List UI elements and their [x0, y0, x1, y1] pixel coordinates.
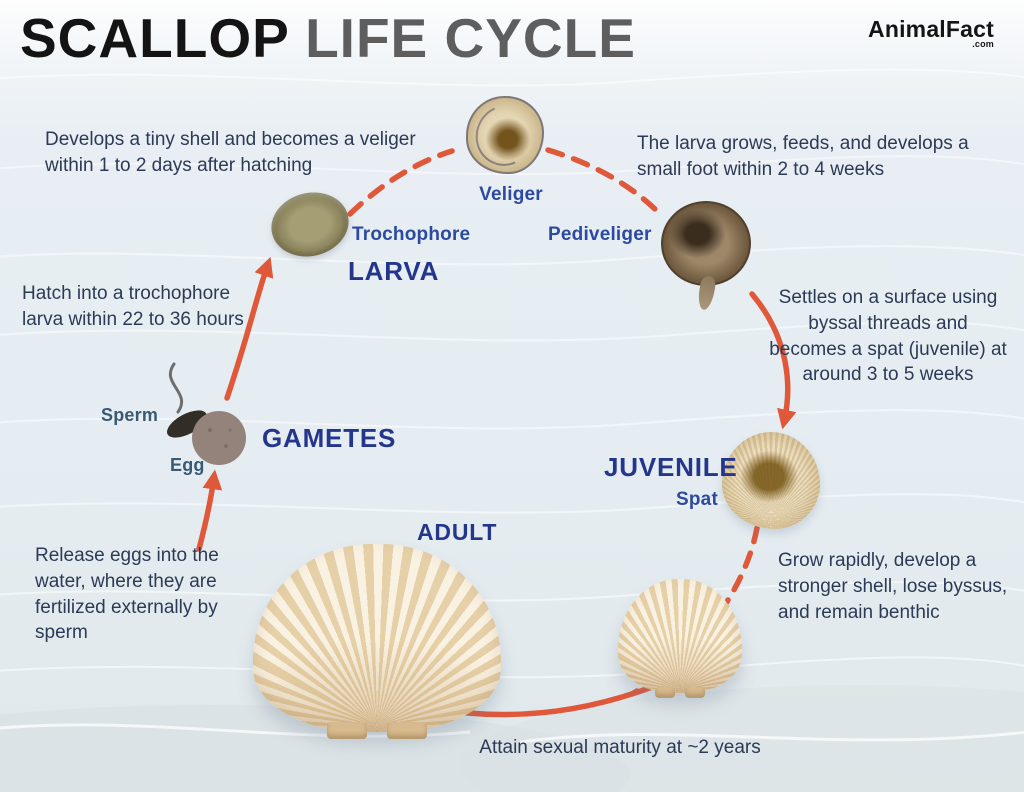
phase-heading-juvenile: JUVENILE	[604, 452, 738, 482]
brand-logo: AnimalFact .com	[868, 18, 994, 49]
annotation-pediveliger-to-spat: Settles on a surface using byssal thread…	[769, 287, 1007, 386]
veliger-larva-image	[466, 96, 544, 174]
annotation-adult-release: Release eggs into the water, where they …	[35, 545, 219, 644]
label-egg: Egg	[170, 455, 205, 475]
young-scallop-image	[618, 579, 742, 698]
phase-heading-adult: ADULT	[417, 519, 498, 545]
label-trochophore: Trochophore	[352, 224, 471, 245]
label-veliger: Veliger	[479, 184, 543, 205]
brand-name: AnimalFact	[868, 16, 994, 42]
annotation-spat-growth: Grow rapidly, develop a stronger shell, …	[778, 550, 1008, 623]
phase-heading-gametes: GAMETES	[262, 423, 397, 453]
pediveliger-larva-image	[661, 201, 751, 286]
title-secondary: LIFE CYCLE	[305, 7, 636, 69]
brand-suffix: .com	[972, 39, 994, 49]
title-primary: SCALLOP	[20, 7, 289, 69]
label-pediveliger: Pediveliger	[548, 224, 652, 245]
arrow-adult-egg	[196, 469, 223, 552]
label-sperm: Sperm	[101, 405, 159, 425]
adult-scallop-image	[253, 544, 501, 739]
sperm-egg-image	[167, 362, 246, 465]
spat-juvenile-image	[722, 432, 820, 529]
annotation-trochophore-to-veliger: Develops a tiny shell and becomes a veli…	[45, 129, 416, 176]
page-title: SCALLOP LIFE CYCLE	[20, 6, 636, 70]
annotation-veliger-to-pediveliger: The larva grows, feeds, and develops a s…	[637, 133, 969, 180]
phase-heading-larva: LARVA	[348, 256, 440, 286]
trochophore-larva-image	[264, 184, 356, 265]
label-spat: Spat	[676, 489, 718, 510]
annotation-maturity: Attain sexual maturity at ~2 years	[479, 737, 761, 758]
annotation-egg-to-trochophore: Hatch into a trochophore larva within 22…	[22, 283, 244, 330]
